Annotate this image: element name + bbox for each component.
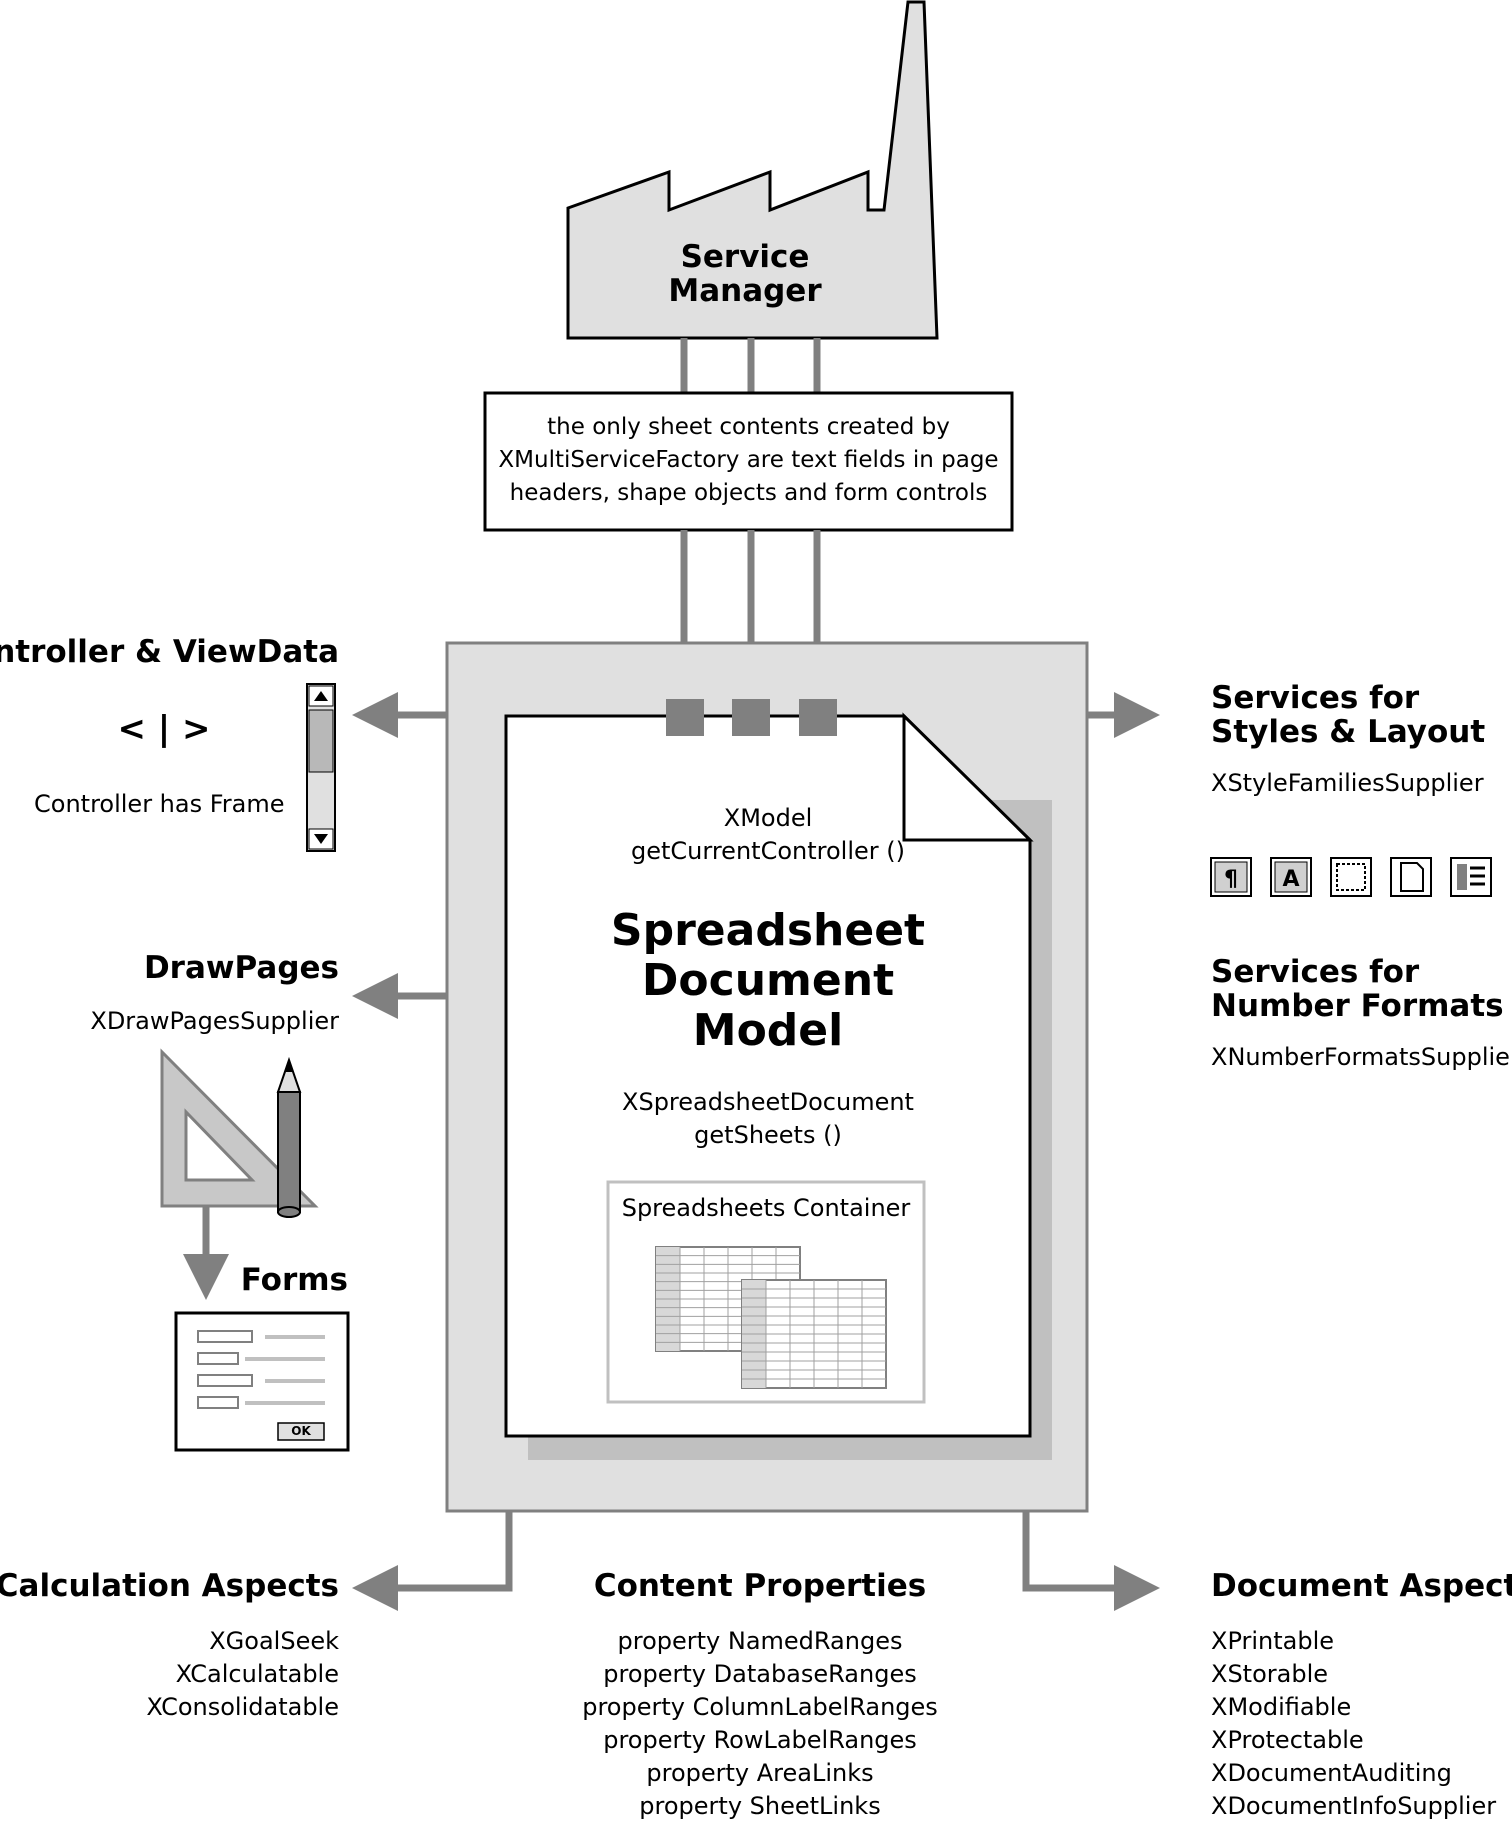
factory-note-line: the only sheet contents created by (547, 414, 950, 440)
service-manager-line1: Service (680, 239, 810, 275)
model-title-line: Model (692, 1005, 844, 1056)
factory-note-text: the only sheet contents created by XMult… (487, 411, 1010, 510)
svg-text:A: A (1282, 867, 1299, 892)
controller-symbol: < | > (117, 709, 211, 749)
spreadsheet-interface: XSpreadsheetDocument (622, 1088, 914, 1116)
drawpages-title: DrawPages (143, 950, 339, 986)
factory-icon (566, 0, 939, 340)
content-property-item: property NamedRanges (617, 1627, 903, 1655)
numbering-style-icon (1450, 857, 1492, 897)
document-aspect-item: XProtectable (1211, 1726, 1364, 1754)
number-formats-interface: XNumberFormatsSupplier (1211, 1043, 1512, 1071)
calculation-title: Calculation Aspects (0, 1568, 339, 1604)
model-title: Spreadsheet Document Model (506, 906, 1030, 1056)
controller-caption: Controller has Frame (34, 790, 285, 818)
arrow-head-drawpages (352, 973, 398, 1019)
model-method: getCurrentController () (631, 837, 905, 865)
paragraph-style-icon: ¶ (1210, 857, 1252, 897)
arrow-head-controller (352, 692, 398, 738)
service-manager-line2: Manager (668, 273, 822, 309)
style-icons-row: ¶ A (1210, 857, 1492, 897)
factory-connectors (680, 338, 821, 393)
number-formats-title-line: Number Formats (1211, 988, 1504, 1024)
arrow-to-document-aspects (1022, 1511, 1140, 1592)
controller-title: Controller & ViewData (0, 634, 339, 670)
forms-title: Forms (240, 1262, 348, 1298)
number-formats-title: Services for Number Formats (1211, 955, 1504, 1023)
scrollbar-icon (306, 683, 336, 852)
factory-note-line: headers, shape objects and form controls (509, 480, 988, 506)
document-aspect-item: XDocumentInfoSupplier (1211, 1792, 1497, 1820)
drawpages-interface: XDrawPagesSupplier (90, 1007, 339, 1035)
document-aspect-item: XPrintable (1211, 1627, 1335, 1655)
content-property-item: property DatabaseRanges (603, 1660, 917, 1688)
drawing-tools-icon (160, 1048, 319, 1218)
styles-layout-title-line: Styles & Layout (1211, 714, 1486, 750)
arrow-head-document-aspects (1114, 1565, 1160, 1611)
svg-text:¶: ¶ (1224, 867, 1238, 892)
content-properties-list: property NamedRanges property DatabaseRa… (560, 1625, 960, 1823)
model-interface-block: XModel getCurrentController () (506, 802, 1030, 868)
content-property-item: property RowLabelRanges (603, 1726, 917, 1754)
model-ports (666, 699, 837, 736)
calculation-item: XConsolidatable (146, 1693, 339, 1721)
content-properties-title: Content Properties (593, 1568, 927, 1604)
frame-style-icon (1330, 857, 1372, 897)
spreadsheets-container-label: Spreadsheets Container (621, 1194, 911, 1222)
service-manager-label: Service Manager (620, 240, 870, 308)
document-aspect-item: XModifiable (1211, 1693, 1352, 1721)
factory-note-box (483, 391, 1014, 532)
arrow-head-forms (183, 1254, 229, 1300)
model-title-line: Document (641, 955, 895, 1006)
page-fold (902, 712, 1034, 842)
styles-layout-title-line: Services for (1211, 680, 1420, 716)
content-property-item: property SheetLinks (639, 1792, 881, 1820)
calculation-list: XGoalSeek XCalculatable XConsolidatable (146, 1625, 339, 1724)
styles-layout-interface: XStyleFamiliesSupplier (1211, 769, 1484, 797)
styles-layout-title: Services for Styles & Layout (1211, 681, 1485, 749)
document-aspects-list: XPrintable XStorable XModifiable XProtec… (1211, 1625, 1496, 1823)
content-property-item: property AreaLinks (646, 1759, 874, 1787)
model-interface: XModel (723, 804, 813, 832)
spreadsheet-interface-block: XSpreadsheetDocument getSheets () (506, 1086, 1030, 1152)
document-aspect-item: XStorable (1211, 1660, 1329, 1688)
form-dialog-icon (174, 1311, 350, 1452)
document-aspect-item: XDocumentAuditing (1211, 1759, 1452, 1787)
calculation-item: XCalculatable (175, 1660, 339, 1688)
form-ok-button: OK (291, 1424, 311, 1438)
page-style-icon (1390, 857, 1432, 897)
number-formats-title-line: Services for (1211, 954, 1420, 990)
content-property-item: property ColumnLabelRanges (582, 1693, 938, 1721)
factory-note-line: XMultiServiceFactory are text fields in … (498, 447, 999, 473)
arrow-head-styles (1114, 692, 1160, 738)
spreadsheet-method: getSheets () (694, 1121, 842, 1149)
calculation-item: XGoalSeek (209, 1627, 339, 1655)
document-aspects-title: Document Aspects (1211, 1568, 1512, 1604)
sheet-grids (655, 1246, 887, 1389)
arrow-to-calculation (380, 1511, 513, 1592)
model-title-line: Spreadsheet (610, 905, 926, 956)
arrow-head-calculation (352, 1565, 398, 1611)
character-style-icon: A (1270, 857, 1312, 897)
